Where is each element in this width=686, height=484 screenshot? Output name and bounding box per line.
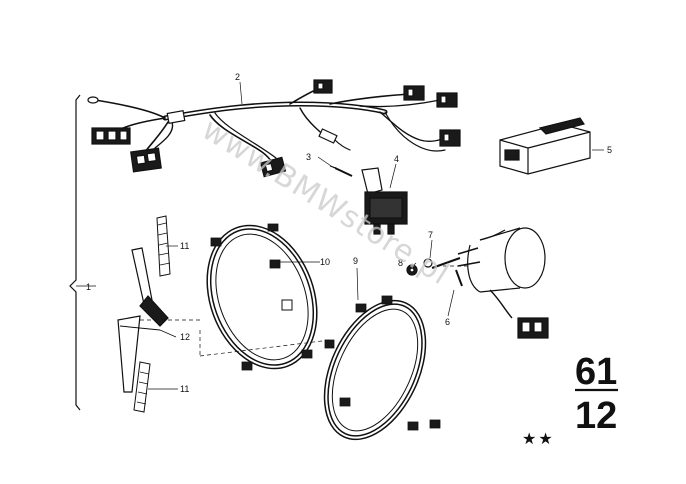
callout-4: 4 (394, 154, 399, 164)
guide-lines (140, 265, 470, 357)
headlight-ring-item-9 (323, 295, 441, 441)
callout-2: 2 (235, 72, 240, 82)
rating-stars: ★★ (522, 429, 555, 448)
callout-1: 1 (86, 282, 91, 292)
callout-11-bottom: 11 (180, 384, 189, 394)
callout-10: 10 (320, 257, 330, 267)
callout-8: 8 (398, 258, 403, 268)
callout-3: 3 (306, 152, 311, 162)
callout-6: 6 (445, 317, 450, 327)
headlight-ring-item-10 (206, 223, 318, 371)
strip-item-11-bottom (133, 361, 151, 413)
lever-item-12 (117, 247, 169, 393)
section-bottom-number: 12 (575, 395, 617, 437)
section-code: 61 12 ★★ (522, 351, 618, 448)
callout-11-top: 11 (180, 241, 189, 251)
section-top-number: 61 (575, 351, 617, 393)
strip-item-11-top (156, 215, 171, 277)
leader-lines (148, 81, 604, 390)
callouts: 1 2 3 4 5 6 7 8 9 10 11 11 12 (86, 72, 612, 394)
callout-9: 9 (353, 256, 358, 266)
callout-5: 5 (607, 145, 612, 155)
harness-connectors (87, 79, 461, 178)
callout-12: 12 (180, 332, 190, 342)
group-bracket-1 (69, 94, 96, 411)
motor-item-6 (406, 227, 549, 339)
relay-item-4 (361, 167, 408, 235)
callout-7: 7 (428, 230, 433, 240)
control-unit-item-5 (499, 117, 591, 175)
